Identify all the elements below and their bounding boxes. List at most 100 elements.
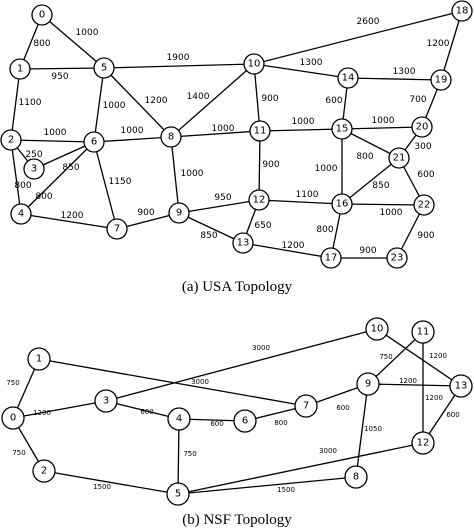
nsf-node-3: 3 — [94, 389, 118, 413]
usa-node-18: 18 — [451, 0, 473, 22]
usa-node-label: 5 — [101, 63, 107, 74]
usa-edge-8-9 — [170, 136, 180, 214]
usa-node-circle — [10, 203, 32, 225]
usa-node-circle — [430, 69, 452, 91]
usa-edge-weight: 1200 — [61, 211, 84, 221]
usa-node-6: 6 — [83, 131, 105, 153]
usa-edge-14-19 — [347, 77, 442, 81]
nsf-node-label: 6 — [242, 416, 248, 427]
usa-node-circle — [451, 0, 473, 22]
usa-edge-weight: 1000 — [372, 116, 395, 126]
nsf-edge-weight: 750 — [12, 449, 25, 457]
usa-edge-11-15 — [259, 128, 343, 132]
usa-node-circle — [243, 53, 265, 75]
usa-edge-10-11 — [253, 63, 261, 132]
usa-node-label: 6 — [91, 137, 97, 148]
usa-node-16: 16 — [331, 193, 353, 215]
nsf-node-circle — [233, 409, 257, 433]
nsf-node-label: 8 — [353, 472, 359, 483]
usa-edge-weight: 1200 — [145, 96, 168, 106]
usa-node-label: 4 — [18, 209, 24, 220]
usa-node-17: 17 — [320, 247, 342, 269]
nsf-node-label: 11 — [417, 327, 430, 338]
nsf-edge-3-4 — [105, 400, 180, 420]
usa-edge-weight: 1150 — [109, 177, 132, 187]
nsf-node-circle — [411, 320, 435, 344]
usa-edge-8-10 — [170, 63, 255, 138]
nsf-node-label: 9 — [365, 379, 371, 390]
nsf-node-circle — [27, 347, 51, 371]
nsf-node-circle — [365, 317, 389, 341]
nsf-edge-weight: 750 — [379, 353, 392, 361]
usa-edge-weight: 1100 — [296, 190, 319, 200]
nsf-edge-weight: 1200 — [399, 377, 417, 385]
nsf-edge-8-9 — [355, 383, 369, 478]
usa-node-label: 1 — [17, 64, 23, 75]
usa-node-22: 22 — [413, 194, 435, 216]
usa-edge-weight: 1000 — [44, 128, 67, 138]
usa-node-label: 2 — [8, 135, 14, 146]
nsf-node-1: 1 — [27, 347, 51, 371]
nsf-node-label: 3 — [103, 396, 109, 407]
usa-node-circle — [337, 67, 359, 89]
usa-edge-16-21 — [341, 157, 400, 205]
usa-node-label: 9 — [176, 208, 182, 219]
usa-edge-weight: 250 — [25, 150, 42, 160]
nsf-node-2: 2 — [32, 459, 56, 483]
nsf-node-circle — [294, 394, 318, 418]
usa-node-circle — [168, 202, 190, 224]
usa-node-label: 21 — [393, 153, 406, 164]
nsf-edge-weight: 750 — [183, 450, 196, 458]
usa-edge-weight: 900 — [417, 231, 434, 241]
usa-node-label: 15 — [336, 124, 349, 135]
nsf-edge-weight: 1200 — [425, 394, 443, 402]
usa-node-12: 12 — [248, 189, 270, 211]
usa-node-label: 14 — [342, 73, 355, 84]
usa-node-19: 19 — [430, 69, 452, 91]
usa-edge-10-14 — [253, 63, 349, 79]
nsf-edge-3-10 — [105, 328, 378, 402]
usa-node-circle — [386, 247, 408, 269]
usa-node-label: 10 — [248, 59, 261, 70]
usa-node-label: 16 — [336, 199, 349, 210]
usa-node-label: 0 — [39, 10, 45, 21]
usa-node-circle — [331, 193, 353, 215]
nsf-edge-10-13 — [376, 328, 462, 387]
nsf-node-circle — [94, 389, 118, 413]
usa-node-20: 20 — [411, 116, 433, 138]
usa-node-circle — [160, 126, 182, 148]
usa-node-circle — [93, 57, 115, 79]
usa-edge-weight: 300 — [414, 142, 431, 152]
usa-edge-weight: 600 — [417, 170, 434, 180]
usa-edge-weight: 1200 — [427, 39, 450, 49]
nsf-node-label: 7 — [303, 401, 309, 412]
usa-edge-weight: 950 — [214, 193, 231, 203]
usa-edge-1-5 — [19, 67, 105, 70]
usa-edge-weight: 1000 — [103, 101, 126, 111]
usa-edge-2-6 — [10, 139, 95, 143]
usa-node-label: 7 — [114, 224, 120, 235]
nsf-node-circle — [411, 431, 435, 455]
usa-edge-weight: 1000 — [181, 169, 204, 179]
usa-node-1: 1 — [9, 58, 31, 80]
usa-edge-weight: 1300 — [393, 67, 416, 77]
usa-edge-weight: 1900 — [167, 53, 190, 63]
nsf-edge-weight: 800 — [274, 419, 287, 427]
usa-edge-weight: 1000 — [121, 126, 144, 136]
usa-edge-8-11 — [170, 130, 261, 138]
nsf-node-circle — [167, 407, 191, 431]
usa-node-circle — [331, 118, 353, 140]
usa-edge-10-18 — [253, 10, 463, 65]
usa-node-circle — [320, 247, 342, 269]
nsf-caption: (b) NSF Topology — [182, 512, 292, 528]
usa-node-8: 8 — [160, 126, 182, 148]
usa-node-label: 17 — [325, 253, 338, 264]
usa-edge-9-13 — [178, 212, 244, 244]
nsf-edges — [12, 328, 462, 495]
usa-edge-weight: 900 — [137, 208, 154, 218]
nsf-node-label: 12 — [417, 438, 430, 449]
nsf-edge-1-7 — [38, 358, 307, 407]
usa-node-label: 22 — [418, 200, 431, 211]
